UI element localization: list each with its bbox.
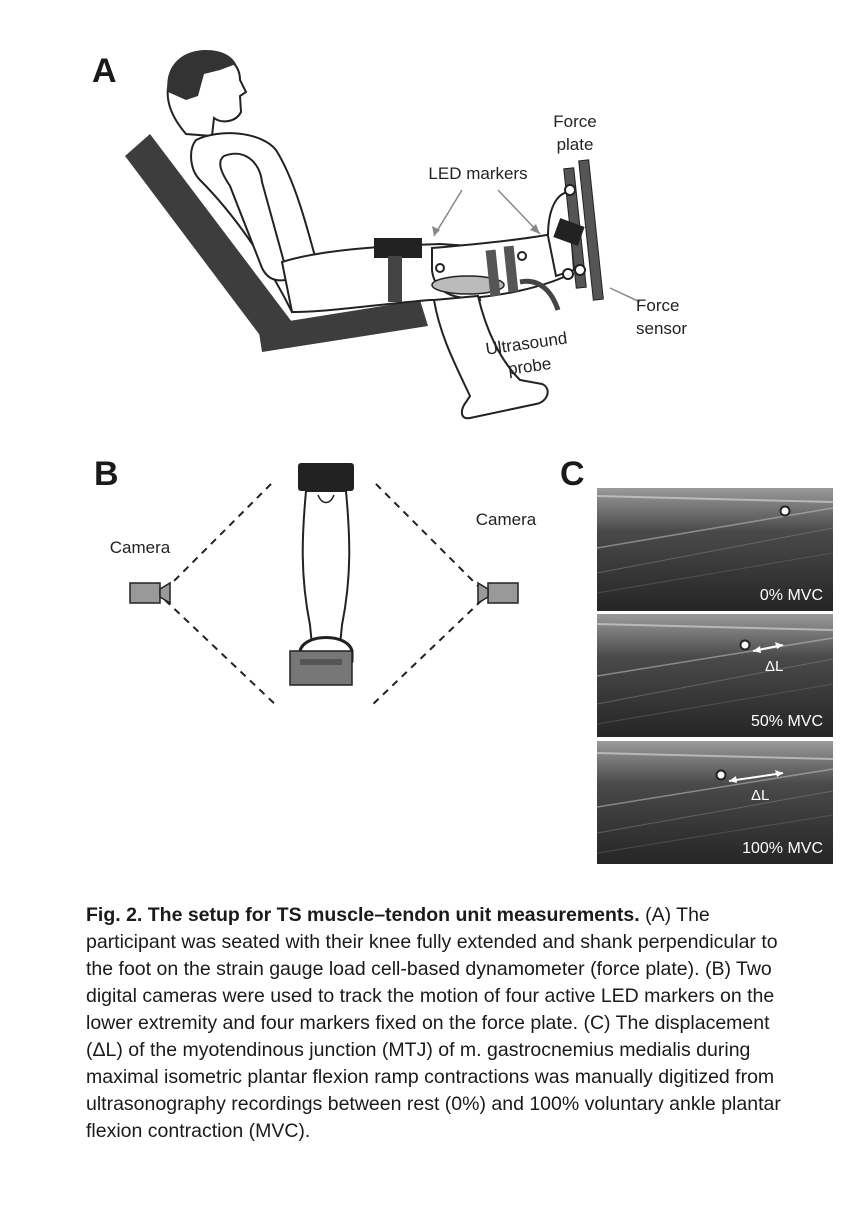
camera-right [487, 582, 519, 604]
delta-l-label: ΔL [751, 787, 770, 804]
sight-line [164, 599, 279, 708]
force-sensor-label-line2: sensor [636, 319, 688, 338]
delta-l-label: ΔL [765, 658, 784, 675]
other-leg [432, 294, 549, 420]
panel-a-illustration [125, 50, 641, 420]
caption-title: Fig. 2. The setup for TS muscle–tendon u… [86, 904, 640, 926]
thigh-strap [374, 238, 422, 258]
force-plate-back [578, 159, 604, 301]
mvc-label: 100% MVC [742, 840, 823, 857]
mtj-marker [779, 505, 791, 517]
mtj-marker [715, 769, 727, 781]
force-plate-front-view [289, 650, 353, 686]
camera-right-label: Camera [475, 510, 537, 529]
force-plate-label-line2: plate [556, 135, 594, 154]
sight-line [164, 479, 276, 591]
led-markers-label: LED markers [428, 164, 528, 183]
probe-cable [519, 278, 561, 311]
ultrasound-frame-0: 0% MVC [597, 488, 833, 611]
strap-post [388, 256, 402, 302]
led-arrow-1 [433, 189, 463, 237]
caption-body: (A) The participant was seated with thei… [86, 904, 781, 1142]
leg-front [301, 490, 351, 646]
ultrasound-image [597, 614, 833, 737]
led-marker [564, 184, 576, 196]
led-marker [435, 263, 445, 273]
panel-b-letter: B [94, 455, 119, 493]
displacement-arrow [728, 772, 784, 782]
panel-b-illustration [129, 463, 519, 708]
force-plate-label-line1: Force [553, 112, 597, 131]
force-sensor-line [609, 287, 641, 303]
hair [167, 50, 236, 100]
mvc-label: 0% MVC [759, 587, 823, 604]
camera-left [129, 582, 161, 604]
ankle-strap-2 [503, 245, 519, 293]
led-arrow-2 [497, 189, 541, 235]
chair-backrest [125, 134, 292, 346]
mtj-marker [739, 639, 751, 651]
camera-left-label: Camera [109, 538, 171, 557]
calf-muscle [431, 275, 505, 295]
thigh-strap-front [298, 463, 354, 491]
mvc-label: 50% MVC [750, 713, 823, 730]
sight-line [369, 599, 483, 708]
force-plate-label: Force plate [540, 110, 610, 156]
ultrasound-image [597, 741, 833, 864]
ultrasound-frame-50: ΔL 50% MVC [597, 614, 833, 737]
led-marker [574, 264, 586, 276]
led-marker [562, 268, 574, 280]
sight-line [371, 479, 483, 591]
panel-a-letter: A [92, 52, 117, 90]
force-sensor-label: Force sensor [636, 294, 706, 340]
chair-seat [258, 300, 428, 352]
ultrasound-frame-100: ΔL 100% MVC [597, 741, 833, 864]
ankle-strap-1 [485, 249, 501, 297]
panel-c-letter: C [560, 455, 585, 493]
ultrasound-image [597, 488, 833, 611]
led-marker [517, 251, 527, 261]
foot-strap [553, 218, 585, 246]
figure-caption: Fig. 2. The setup for TS muscle–tendon u… [86, 902, 786, 1145]
force-sensor-label-line1: Force [636, 296, 680, 315]
